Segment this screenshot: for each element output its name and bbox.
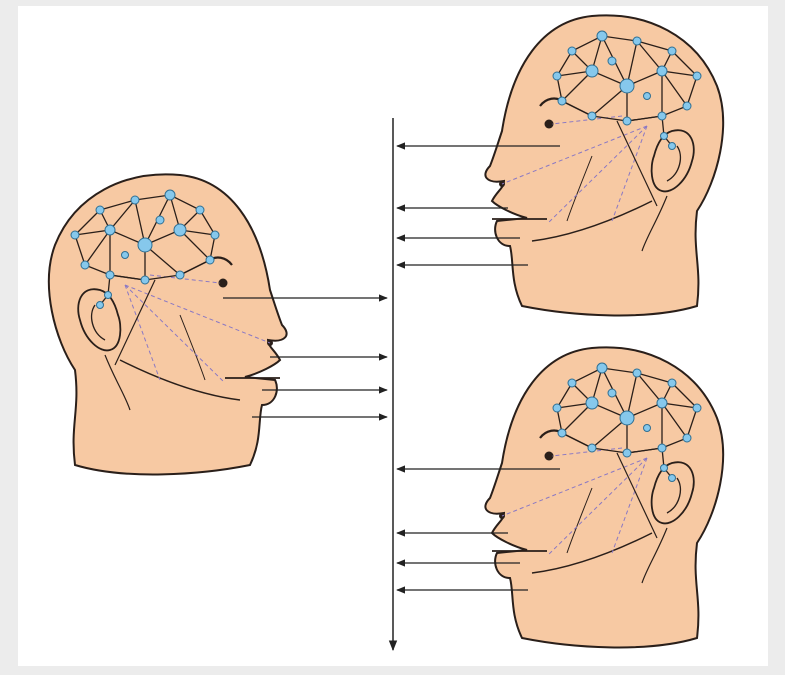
- diagram-svg: [0, 0, 785, 675]
- diagram-canvas: [0, 0, 785, 675]
